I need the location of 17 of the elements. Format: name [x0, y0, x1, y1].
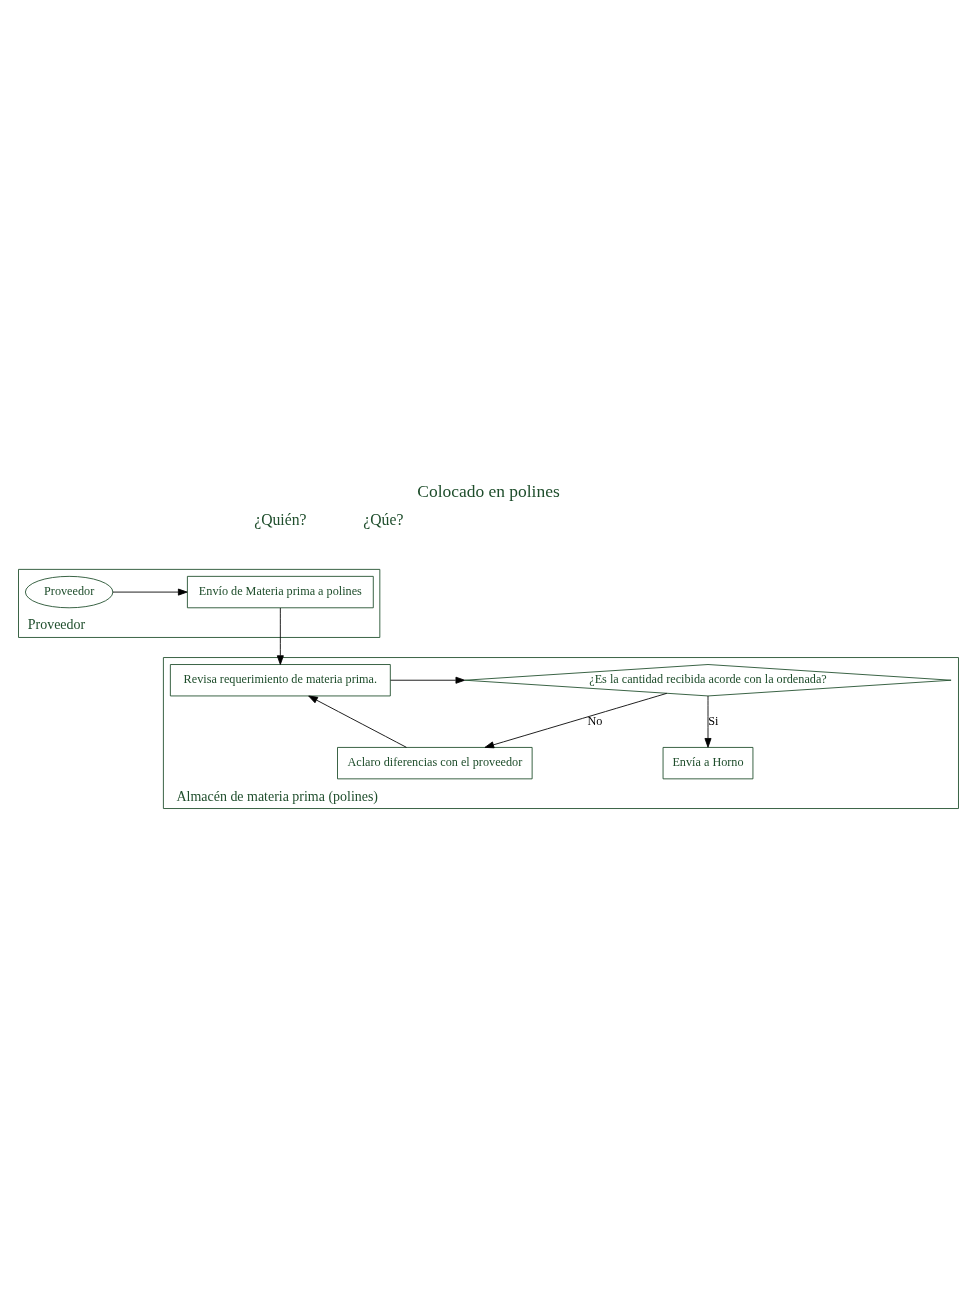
arrow	[390, 676, 466, 684]
arrow	[484, 692, 668, 749]
node-diamond: ¿Es la cantidad recibida acorde con la ordenada?	[464, 664, 952, 697]
edge-label: No	[587, 713, 603, 728]
node-box: Envío de Materia prima a polines	[186, 575, 374, 609]
arrow	[276, 607, 284, 665]
node-box: Aclaro diferencias con el proveedor	[337, 747, 533, 780]
node-box: Envía a Horno	[662, 747, 754, 780]
arrow	[308, 695, 407, 748]
label: ¿Quién?	[254, 511, 307, 529]
edge-label: Si	[708, 713, 719, 728]
node-ellipse: Proveedor	[25, 575, 114, 609]
label: ¿Qúe?	[363, 511, 404, 529]
arrow	[112, 588, 188, 596]
node-box: Revisa requerimiento de materia prima.	[169, 664, 391, 697]
diagram-title: Colocado en polines	[417, 480, 560, 501]
arrow	[704, 695, 712, 748]
